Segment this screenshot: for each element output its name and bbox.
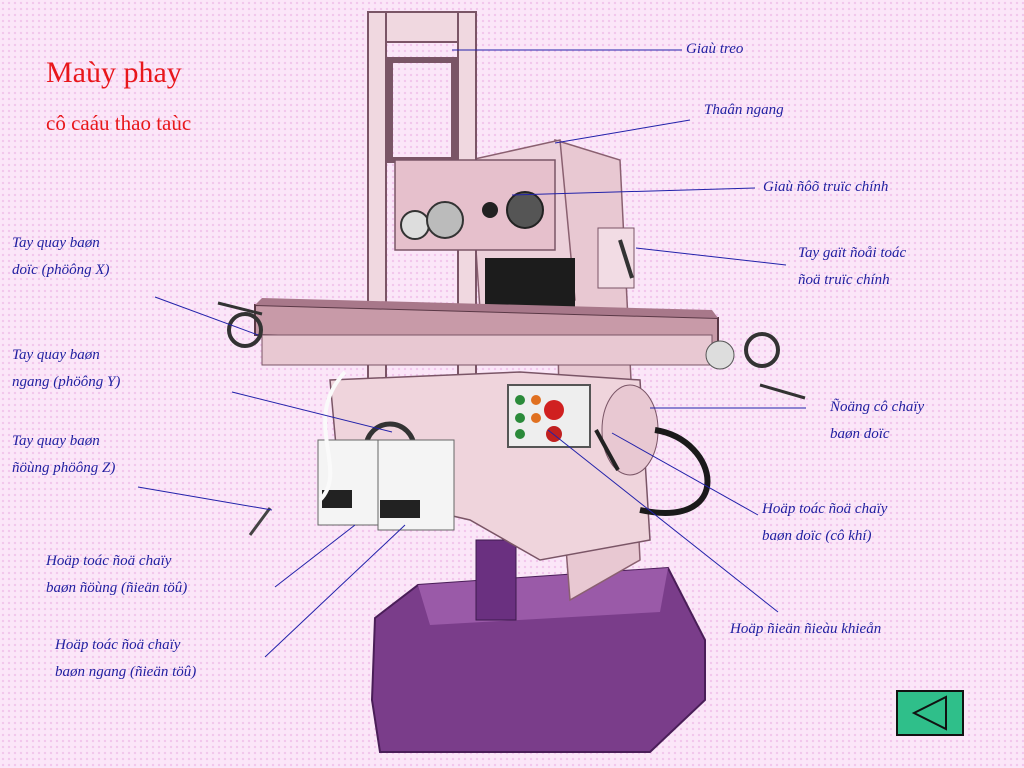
label-long-feed-box: Hoäp toác ñoä chaïy baøn doïc (cô khí) — [762, 496, 887, 550]
back-button[interactable] — [896, 690, 964, 736]
label-line: baøn doïc — [830, 426, 890, 442]
label-electric-box: Hoäp ñieän ñieàu khieån — [730, 621, 882, 637]
handwheel-x — [227, 312, 263, 348]
slide-subtitle: cô caáu thao taùc — [46, 111, 192, 135]
label-line: Tay gaït ñoåi toác — [798, 245, 907, 261]
slide-title: Maùy phay — [46, 56, 182, 89]
label-handwheel-y: Tay quay baøn ngang (phöông Y) — [12, 342, 120, 396]
label-line: baøn ñöùng (ñieän töû) — [46, 580, 188, 596]
label-cross-feed-box: Hoäp toác ñoä chaïy baøn ngang (ñieän tö… — [55, 632, 196, 686]
label-line: ñöùng phöông Z) — [12, 460, 116, 476]
label-overarm: Giaù treo — [686, 41, 744, 57]
label-line: doïc (phöông X) — [12, 262, 110, 278]
label-spindle-bracket: Giaù ñôõ truïc chính — [763, 179, 889, 195]
label-line: Ñoäng cô chaïy — [830, 399, 925, 415]
label-handwheel-z: Tay quay baøn ñöùng phöông Z) — [12, 428, 115, 482]
spindle-dial — [400, 210, 430, 240]
leader-lines — [137, 49, 806, 658]
label-line: baøn ngang (ñieän töû) — [55, 664, 197, 680]
label-line: Tay quay baøn — [12, 347, 100, 363]
label-line: ngang (phöông Y) — [12, 374, 121, 390]
label-line: ñoä truïc chính — [798, 272, 890, 288]
label-table-clutch: Ñoäng cô chaïy baøn doïc — [830, 394, 924, 448]
label-line: Hoäp toác ñoä chaïy — [55, 637, 181, 653]
label-line: Tay quay baøn — [12, 433, 100, 449]
label-horizontal-body: Thaân ngang — [704, 102, 784, 118]
label-line: baøn doïc (cô khí) — [762, 528, 872, 544]
label-handwheel-x: Tay quay baøn doïc (phöông X) — [12, 230, 109, 284]
label-line: Hoäp toác ñoä chaïy — [762, 501, 888, 517]
label-speed-lever: Tay gaït ñoåi toác ñoä truïc chính — [798, 240, 906, 294]
triangle-left-icon — [911, 695, 947, 731]
handwheel-x-right — [744, 332, 780, 368]
label-vertical-feed-box: Hoäp toác ñoä chaïy baøn ñöùng (ñieän tö… — [46, 548, 187, 602]
label-line: Hoäp toác ñoä chaïy — [46, 553, 172, 569]
label-line: Tay quay baøn — [12, 235, 100, 251]
